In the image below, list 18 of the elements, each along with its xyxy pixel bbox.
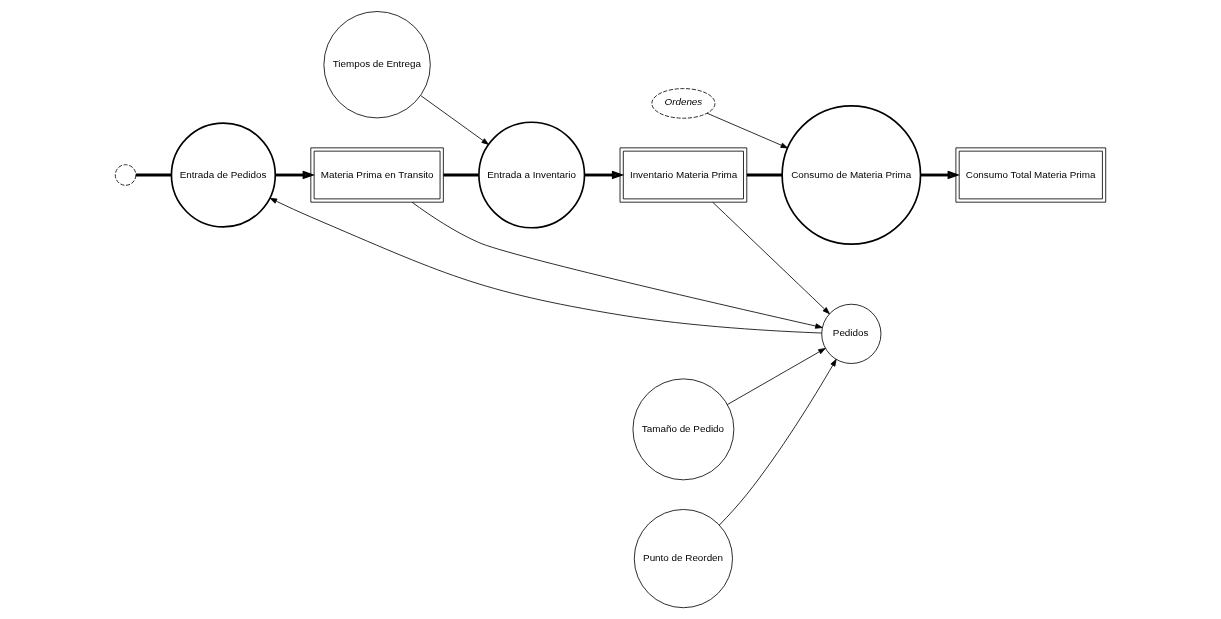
arrow: [420, 95, 489, 145]
arrow: [275, 170, 315, 180]
arrow: [920, 170, 960, 180]
node-ellipse: Ordenes: [651, 88, 716, 119]
arrow: [706, 112, 788, 149]
connector: [746, 173, 783, 177]
arrow: [411, 201, 823, 329]
arrow: [726, 347, 826, 406]
arrow: [712, 201, 830, 315]
connector: [443, 173, 479, 177]
node-circle: Tiempos de Entrega: [323, 11, 431, 119]
arrow: [269, 197, 822, 334]
node-cloud: [114, 164, 137, 186]
arrow: [718, 359, 837, 526]
connector: [135, 173, 172, 177]
node-circle: Punto de Reorden: [633, 509, 733, 609]
arrow: [584, 170, 625, 180]
node-circle: Tamaño de Pedido: [632, 378, 735, 481]
